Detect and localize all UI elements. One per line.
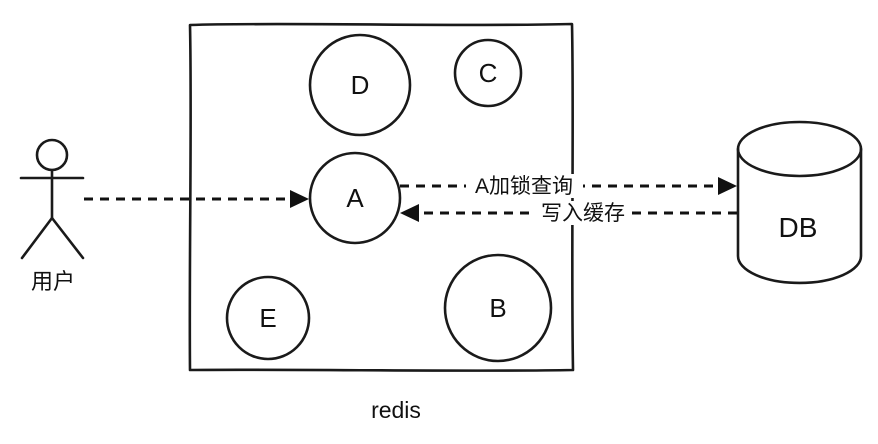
arrow-user-to-a-head	[290, 190, 309, 208]
db-cylinder-top	[736, 120, 863, 178]
node-e-circle	[225, 275, 311, 361]
user-head	[35, 138, 69, 172]
write-cache-label-bg	[536, 201, 631, 225]
lock-query-label-bg	[466, 174, 583, 198]
lock-query-label: A加锁查询	[475, 175, 573, 198]
node-c-label: C	[479, 58, 498, 88]
node-c-circle	[453, 38, 523, 108]
node-d-circle	[308, 33, 412, 137]
node-a-label: A	[346, 183, 364, 213]
db-cylinder-body	[736, 147, 863, 285]
arrow-a-to-db: A加锁查询	[400, 174, 737, 198]
arrow-a-to-db-head	[718, 177, 737, 195]
write-cache-label: 写入缓存	[541, 202, 625, 225]
node-b-label: B	[489, 293, 506, 323]
node-a-circle	[308, 151, 402, 245]
node-e-label: E	[259, 303, 276, 333]
node-b-circle	[443, 253, 553, 363]
redis-box	[188, 22, 575, 373]
arrow-user-to-a	[84, 190, 309, 208]
db-cylinder: DB	[736, 120, 863, 285]
redis-label: redis	[371, 397, 421, 423]
redis-nodes: D C A B E	[225, 33, 553, 363]
user-figure	[19, 138, 85, 260]
node-d-label: D	[351, 70, 370, 100]
arrow-db-to-a-head	[400, 204, 419, 222]
arrow-db-to-a: 写入缓存	[400, 201, 737, 225]
db-label: DB	[779, 212, 818, 243]
user-label: 用户	[31, 269, 75, 294]
user-legs	[20, 216, 85, 260]
